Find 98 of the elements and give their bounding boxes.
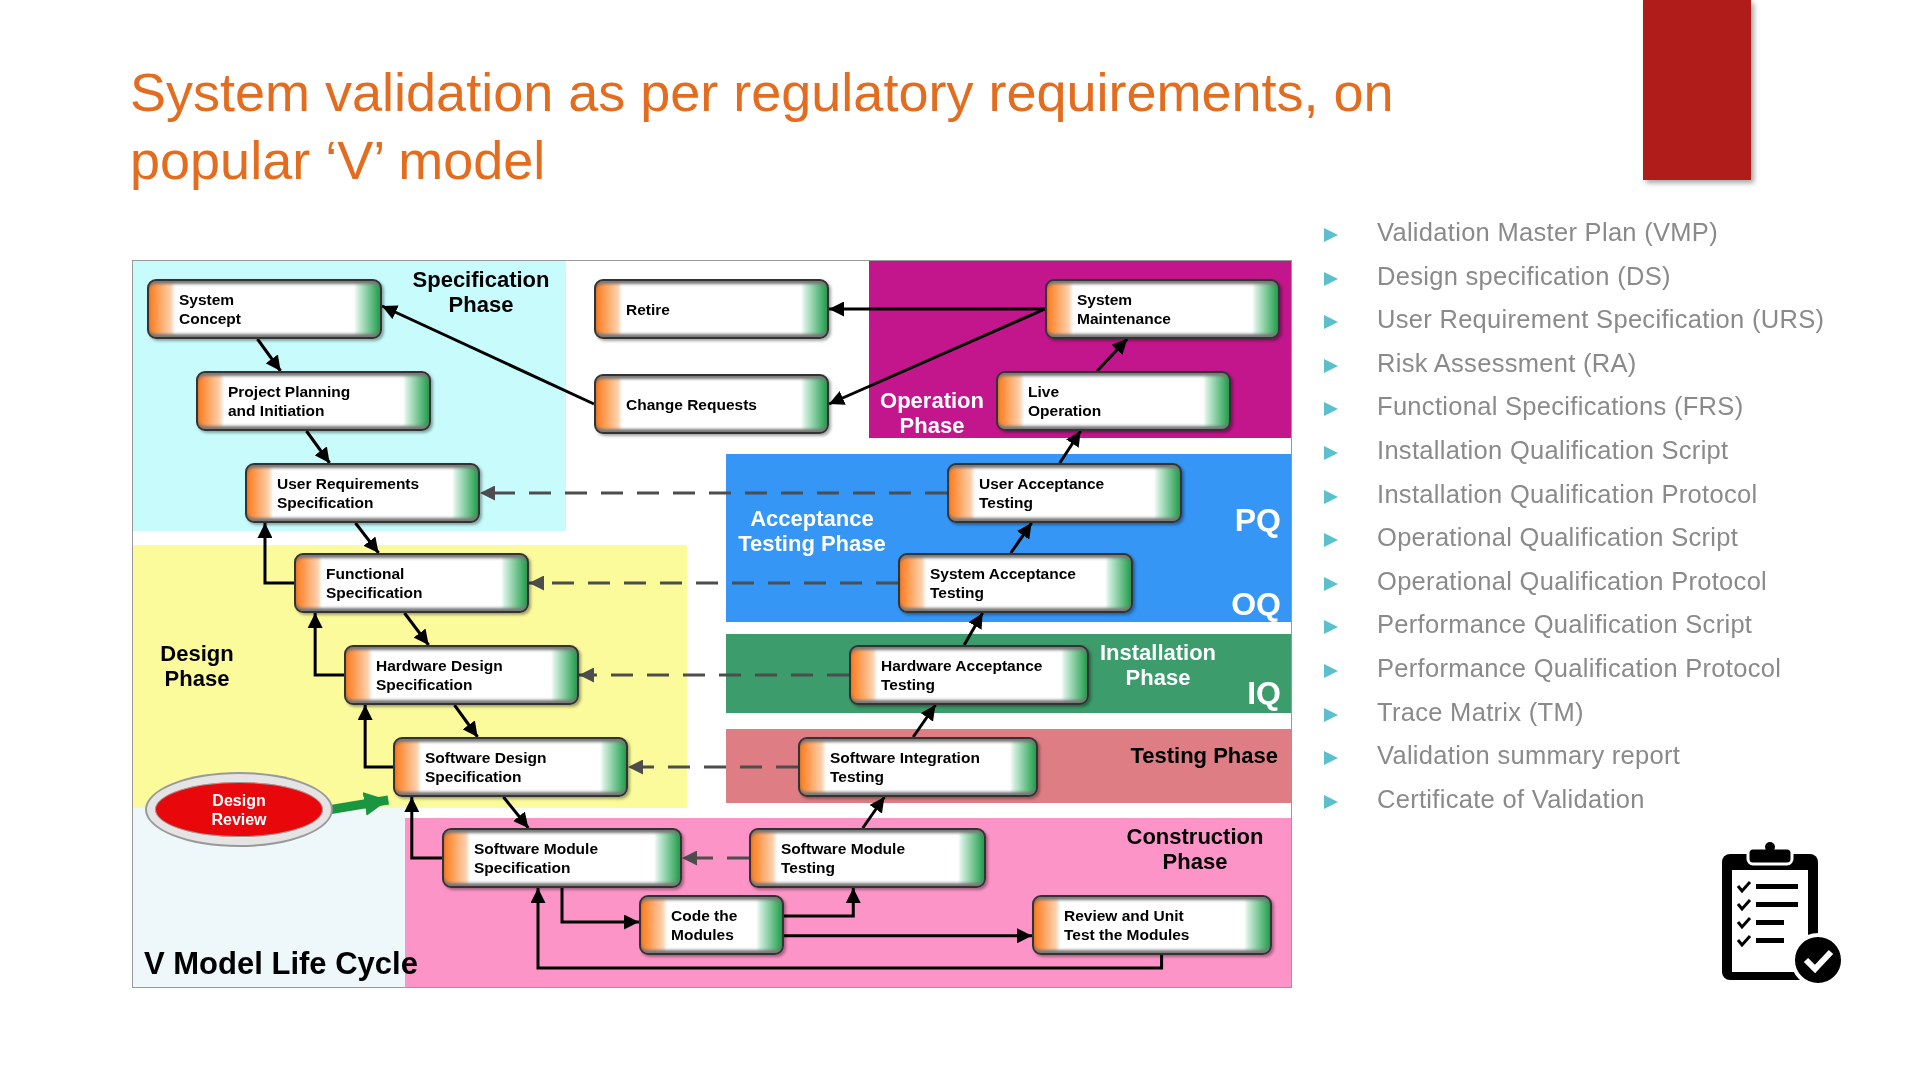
document-list-item: Validation Master Plan (VMP)	[1377, 218, 1718, 247]
step-label: Hardware Acceptance Testing	[881, 656, 1044, 694]
arrow	[354, 522, 380, 554]
step-label: Change Requests	[626, 394, 757, 414]
thick-arrow	[330, 792, 390, 816]
step-label: Project Planning and Initiation	[228, 382, 352, 420]
document-list-item: Installation Qualification Protocol	[1377, 479, 1758, 509]
arrow	[1009, 522, 1033, 554]
process-box	[147, 279, 382, 339]
process-box	[294, 553, 529, 613]
arrow	[453, 704, 479, 738]
arrow	[502, 796, 530, 829]
process-box	[639, 895, 784, 955]
process-box	[245, 463, 480, 523]
arrow	[828, 307, 1046, 406]
step-label: Live Operation	[1028, 382, 1103, 420]
qualification-label: OQ	[1230, 586, 1281, 623]
phase-band	[726, 729, 1291, 803]
document-list-item: Installation Qualification Script	[1377, 436, 1729, 465]
document-list-item: Performance Qualification Protocol	[1377, 654, 1782, 683]
phase-label: Specification Phase	[411, 267, 551, 318]
document-list-item: Validation summary report	[1377, 741, 1681, 771]
dashed-arrow	[480, 485, 947, 501]
arrow	[1095, 337, 1129, 373]
arrow	[784, 888, 861, 918]
diagram-caption: V Model Life Cycle	[144, 946, 418, 982]
process-box	[1032, 895, 1272, 955]
process-box	[442, 828, 682, 888]
step-label: Design Review	[210, 790, 268, 829]
phase-band	[869, 261, 1291, 438]
step-label: Software Design Specification	[425, 748, 548, 786]
process-box	[344, 645, 579, 705]
phase-band	[726, 454, 1291, 622]
arrow	[861, 796, 886, 829]
arrow	[305, 430, 331, 464]
arrow	[530, 888, 1164, 970]
process-box	[749, 828, 986, 888]
document-list-item: Performance Qualification Script	[1377, 610, 1753, 640]
dashed-arrow	[529, 575, 898, 591]
process-box	[798, 737, 1038, 797]
phase-band	[133, 545, 687, 808]
arrow	[911, 704, 937, 738]
step-label: System Concept	[179, 290, 242, 328]
step-label: System Maintenance	[1077, 290, 1172, 328]
document-list-item: Risk Assessment (RA)	[1377, 348, 1637, 378]
arrow	[381, 304, 595, 406]
arrow	[560, 888, 639, 930]
process-box	[196, 371, 431, 431]
arrow	[404, 797, 442, 860]
phase-band	[726, 634, 1291, 713]
qualification-label: IQ	[1246, 675, 1281, 712]
step-label: Software Module Testing	[781, 839, 906, 877]
document-list-item: Operational Qualification Script	[1377, 523, 1739, 553]
process-box	[1045, 279, 1280, 339]
step-label: Functional Specification	[326, 564, 424, 602]
arrow	[962, 612, 984, 646]
step-label: Software Module Specification	[474, 839, 599, 877]
arrow	[307, 613, 344, 677]
step-label: Hardware Design Specification	[376, 656, 504, 694]
arrow	[256, 338, 282, 372]
arrow	[829, 301, 1045, 317]
step-label: Review and Unit Test the Modules	[1064, 906, 1191, 944]
document-list-item: User Requirement Specification (URS)	[1377, 305, 1825, 335]
document-list-item: Design specification (DS)	[1377, 261, 1671, 291]
document-list-item: Operational Qualification Protocol	[1377, 566, 1768, 596]
phase-label: Acceptance Testing Phase	[737, 506, 887, 557]
arrow	[357, 705, 393, 769]
arrow	[257, 523, 294, 585]
phase-label: Design Phase	[159, 641, 235, 692]
document-list-item: Certificate of Validation	[1377, 784, 1645, 814]
phase-label: Operation Phase	[879, 388, 985, 439]
document-list-item: Functional Specifications (FRS)	[1377, 392, 1744, 422]
step-label: Code the Modules	[671, 906, 739, 944]
step-label: User Requirements Specification	[277, 474, 421, 512]
phase-label: Installation Phase	[1098, 640, 1218, 691]
step-label: Retire	[626, 299, 670, 319]
process-box	[849, 645, 1089, 705]
process-box	[393, 737, 628, 797]
phase-label: Construction Phase	[1125, 824, 1265, 875]
arrow	[1058, 430, 1082, 464]
arrow	[403, 612, 430, 646]
step-label: User Acceptance Testing	[979, 474, 1106, 512]
step-label: Software Integration Testing	[830, 748, 981, 786]
dashed-arrow	[628, 759, 798, 775]
process-box	[594, 374, 829, 434]
document-list-item: Trace Matrix (TM)	[1377, 697, 1584, 727]
arrow	[784, 928, 1032, 944]
slide-title: System validation as per regulatory requirements, on popular ‘V’ model	[130, 61, 1395, 192]
process-box	[898, 553, 1133, 613]
dashed-arrow	[682, 850, 749, 866]
process-box	[996, 371, 1231, 431]
phase-label: Testing Phase	[1129, 743, 1278, 769]
step-label: System Acceptance Testing	[930, 564, 1077, 602]
process-box	[594, 279, 829, 339]
process-box	[947, 463, 1182, 523]
dashed-arrow	[579, 667, 849, 683]
qualification-label: PQ	[1233, 502, 1281, 539]
phase-band	[133, 261, 566, 531]
